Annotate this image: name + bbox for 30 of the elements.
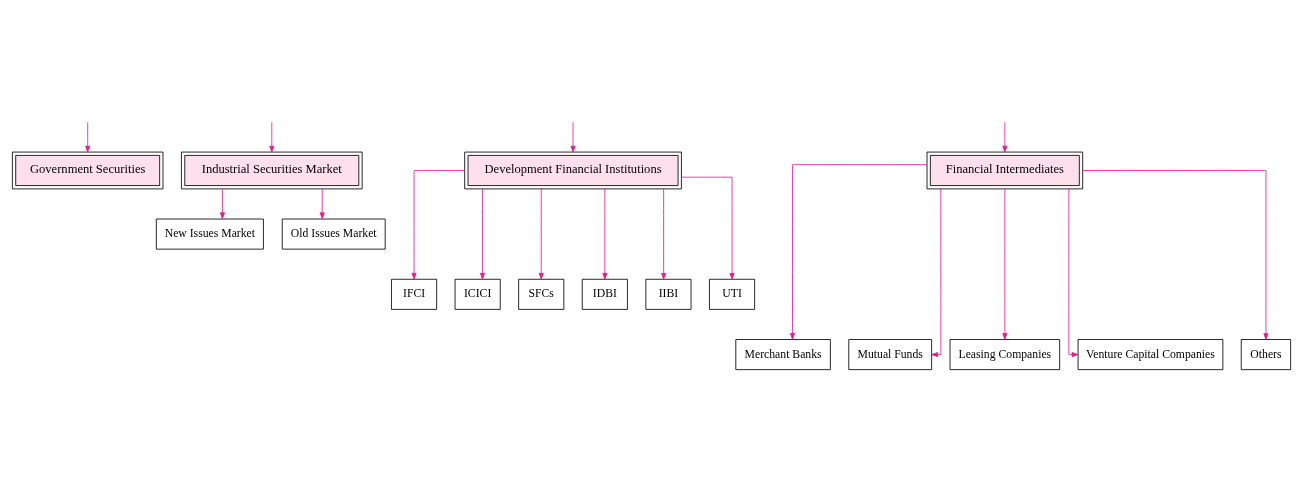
node-box: IDBI [581, 278, 628, 310]
arrow [602, 188, 608, 280]
node-box: Venture Capital Companies [1077, 338, 1224, 370]
node-box: Leasing Companies [949, 338, 1061, 370]
node-box: ICICI [454, 278, 501, 310]
arrow [661, 188, 667, 280]
arrow [1068, 188, 1079, 357]
arrow [411, 169, 465, 280]
node-box: New Issues Market [155, 218, 264, 250]
arrow [219, 188, 225, 219]
arrow [269, 121, 275, 152]
node-box: SFCs [518, 278, 565, 310]
arrow [1082, 169, 1269, 340]
node-box: UTI [709, 278, 756, 310]
node-box: IIBI [645, 278, 692, 310]
arrow [570, 121, 576, 152]
arrow [790, 163, 928, 340]
node-box: Others [1240, 338, 1292, 370]
node-box: Old Issues Market [281, 218, 386, 250]
node-box: Merchant Banks [735, 338, 831, 370]
arrow [1002, 121, 1008, 152]
arrow [538, 188, 544, 280]
arrow [85, 121, 91, 152]
arrow [681, 176, 735, 280]
node-box: Mutual Funds [848, 338, 933, 370]
arrow [319, 188, 325, 219]
arrow [480, 188, 485, 280]
node-box: IFCI [391, 278, 438, 310]
arrow [931, 188, 942, 357]
arrow [1002, 188, 1008, 340]
